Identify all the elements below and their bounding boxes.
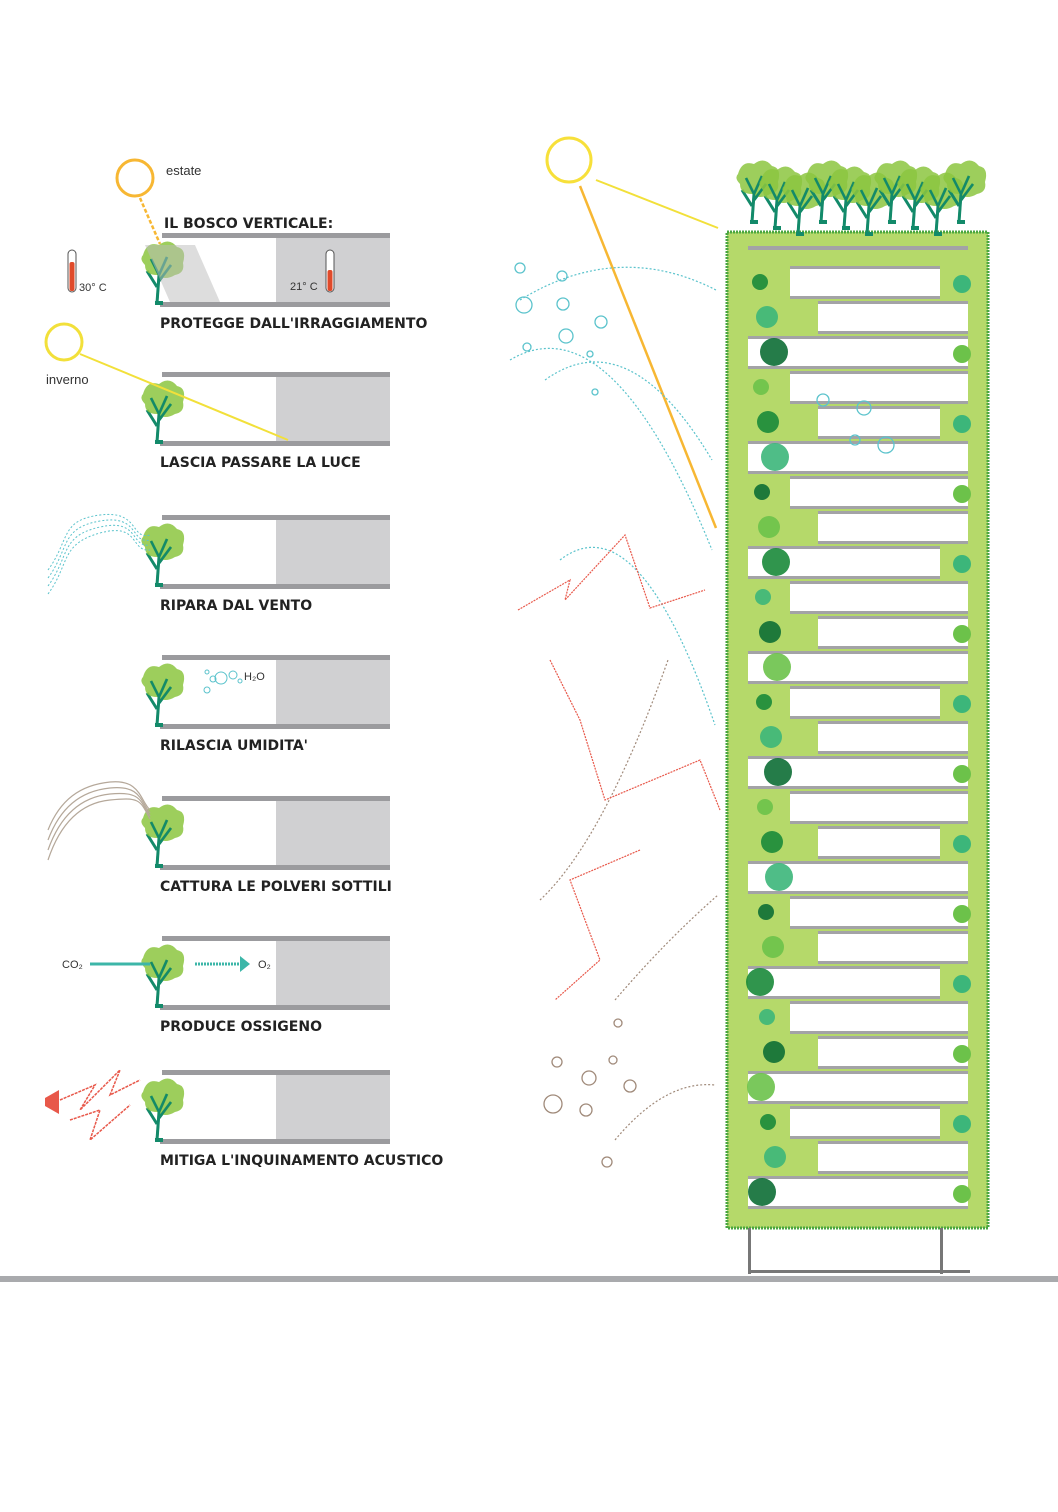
- thermometer-outside-icon: [67, 249, 77, 293]
- function-label: RILASCIA UMIDITA': [160, 738, 308, 754]
- tree-icon: [139, 661, 187, 727]
- tree-icon: [139, 378, 187, 444]
- function-label: CATTURA LE POLVERI SOTTILI: [160, 879, 392, 895]
- tree-icon: [139, 942, 187, 1008]
- function-panel: LASCIA PASSARE LA LUCE: [139, 372, 390, 471]
- roof-tree-icon: [941, 158, 989, 224]
- temp-outside: 30° C: [79, 282, 107, 294]
- season-summer-label: estate: [166, 163, 201, 178]
- season-winter-label: inverno: [46, 372, 89, 387]
- function-panel: PROTEGGE DALL'IRRAGGIAMENTO: [139, 233, 427, 332]
- function-label: PROTEGGE DALL'IRRAGGIAMENTO: [160, 316, 427, 332]
- function-panel: RILASCIA UMIDITA': [139, 655, 390, 754]
- diagram-title: IL BOSCO VERTICALE:: [164, 216, 333, 232]
- function-panel: RIPARA DAL VENTO: [139, 515, 390, 614]
- winter-sun-icon: [44, 322, 84, 362]
- co2-label: CO₂: [62, 959, 83, 971]
- o2-label: O₂: [258, 959, 271, 971]
- tree-icon: [139, 1076, 187, 1142]
- summer-sun-icon: [115, 158, 155, 198]
- function-label: MITIGA L'INQUINAMENTO ACUSTICO: [160, 1153, 443, 1169]
- function-panel: CATTURA LE POLVERI SOTTILI: [139, 796, 392, 895]
- tree-icon: [139, 521, 187, 587]
- megaphone-icon: [45, 1090, 59, 1114]
- thermometer-inside-icon: [325, 249, 335, 293]
- h2o-label: H₂O: [244, 671, 265, 683]
- function-label: LASCIA PASSARE LA LUCE: [160, 455, 361, 471]
- tower-section: [725, 158, 990, 1274]
- function-panel: PRODUCE OSSIGENO: [139, 936, 390, 1035]
- environment-flows: [45, 262, 895, 1168]
- ground-line: [0, 1276, 1058, 1282]
- function-label: PRODUCE OSSIGENO: [160, 1019, 322, 1035]
- function-panels: PROTEGGE DALL'IRRAGGIAMENTO LASCIA PASSAR…: [139, 233, 443, 1169]
- temp-inside: 21° C: [290, 281, 318, 293]
- function-panel: MITIGA L'INQUINAMENTO ACUSTICO: [139, 1070, 443, 1169]
- function-label: RIPARA DAL VENTO: [160, 598, 312, 614]
- main-sun-icon: [545, 136, 593, 184]
